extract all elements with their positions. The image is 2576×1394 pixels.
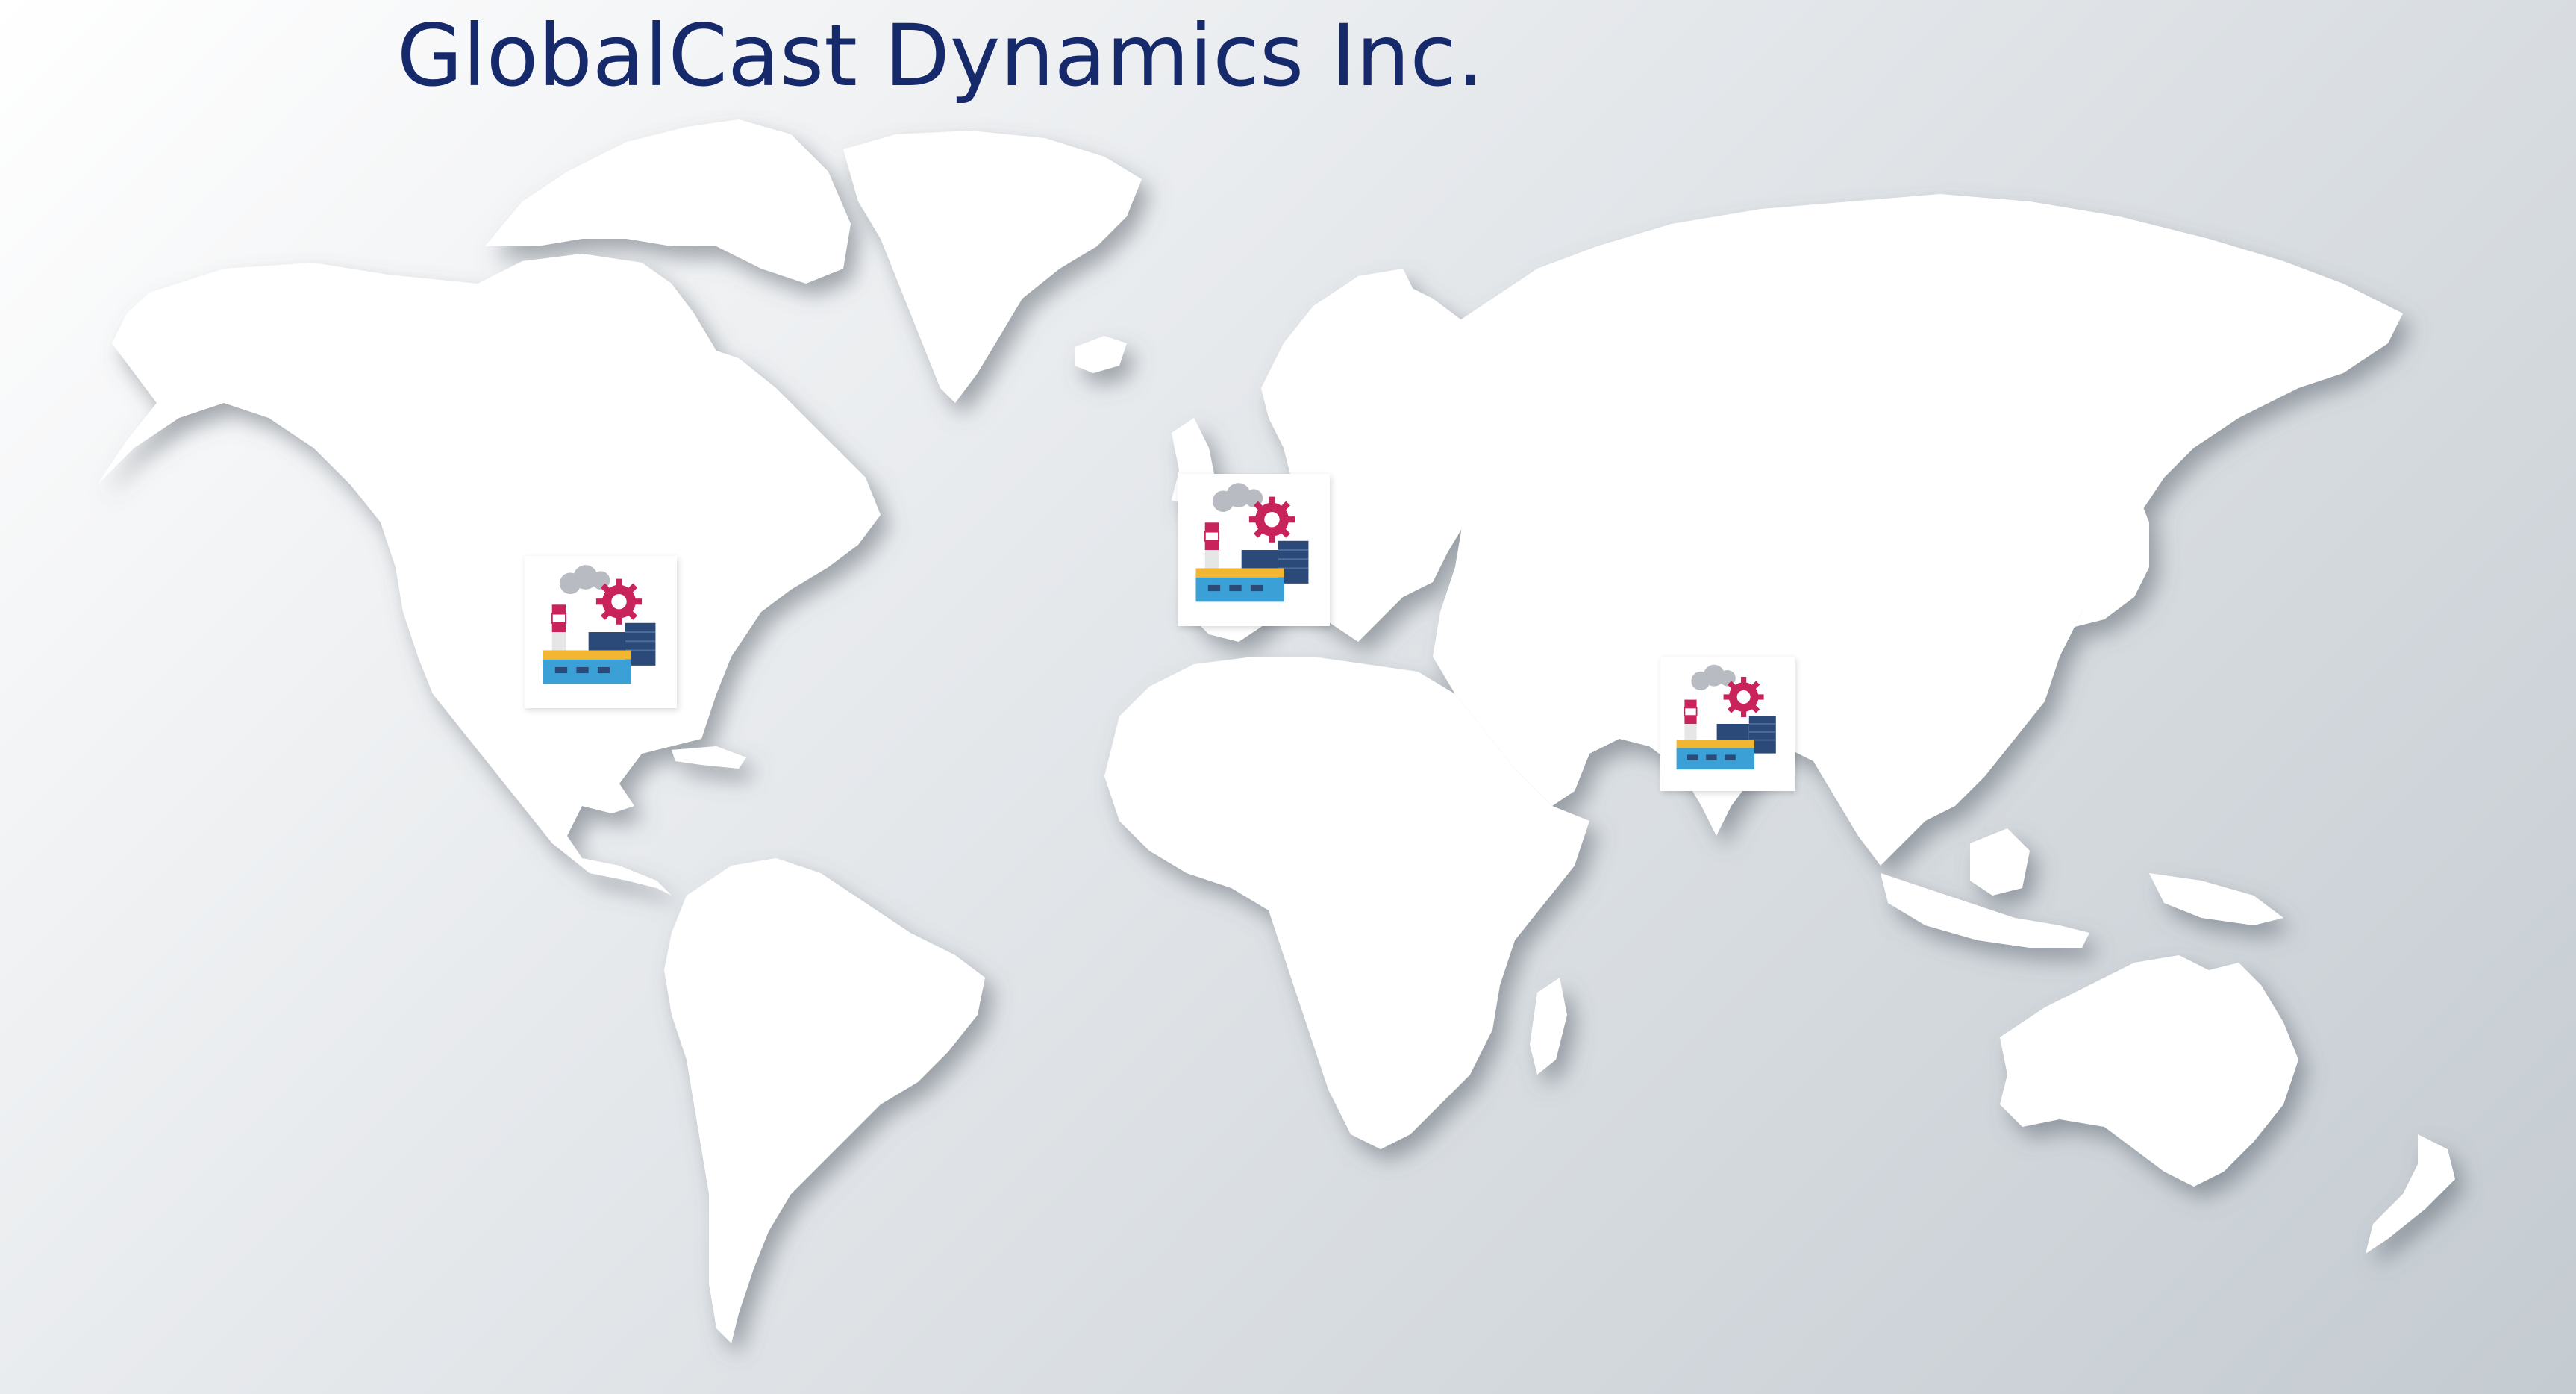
factory-icon: [1676, 664, 1776, 770]
factory-marker-north-america[interactable]: [525, 556, 677, 708]
asia-landmass: [1433, 194, 2403, 866]
borneo-landmass: [1970, 828, 2030, 896]
factory-marker-europe[interactable]: [1178, 474, 1330, 626]
caribbean-landmass: [672, 746, 746, 769]
africa-landmass: [1104, 657, 1589, 1149]
scandinavia-landmass: [1261, 269, 1418, 433]
new-zealand-landmass: [2366, 1134, 2455, 1254]
page-title: GlobalCast Dynamics Inc.: [396, 6, 1484, 105]
japan-landmass: [2075, 463, 2149, 627]
factory-icon: [543, 565, 656, 684]
south-america-landmass: [664, 858, 985, 1343]
new-guinea-landmass: [2149, 873, 2283, 925]
australia-landmass: [2000, 955, 2298, 1187]
factory-marker-south-asia[interactable]: [1660, 657, 1795, 791]
iceland-landmass: [1075, 336, 1127, 373]
factory-icon: [1195, 483, 1309, 602]
greenland-landmass: [843, 131, 1142, 403]
arctic-islands-landmass: [485, 119, 851, 284]
north-america-landmass: [97, 254, 881, 896]
indonesia-landmass: [1881, 873, 2089, 948]
madagascar-landmass: [1530, 978, 1567, 1075]
